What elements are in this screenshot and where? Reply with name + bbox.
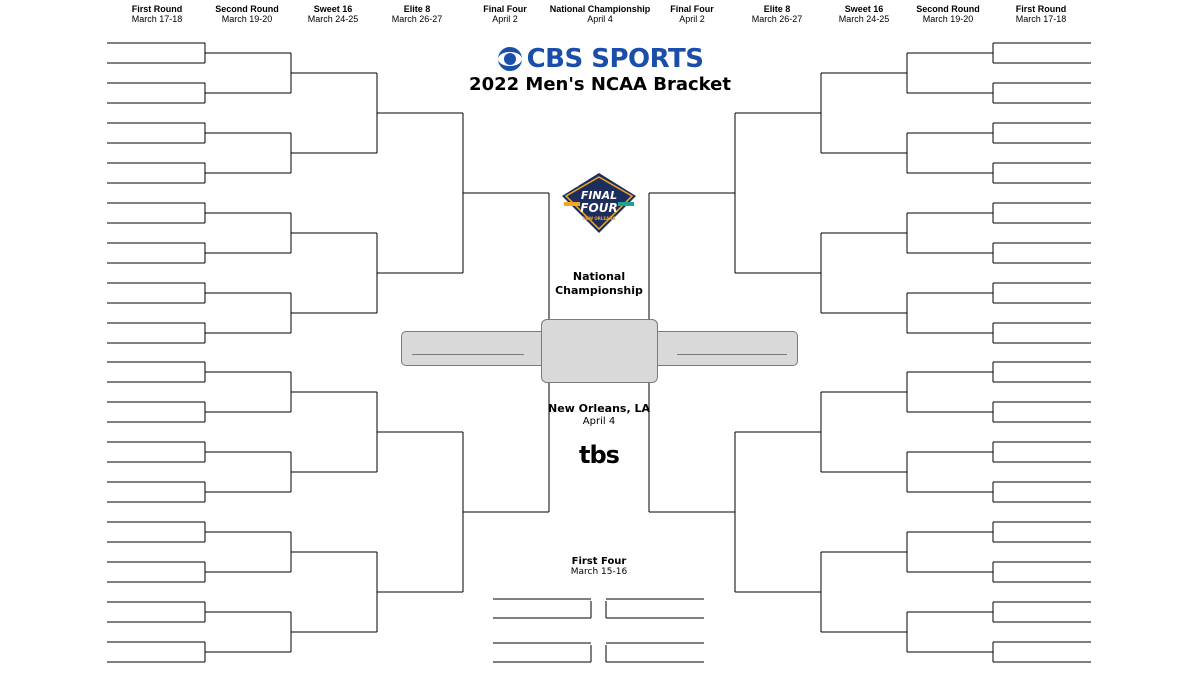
round-name: First Round bbox=[1015, 4, 1067, 14]
round-date: March 19-20 bbox=[221, 14, 273, 24]
first-four-header: First Four March 15-16 bbox=[540, 556, 658, 577]
round-date: April 4 bbox=[587, 14, 613, 24]
championship-label-line1: National bbox=[572, 270, 626, 283]
champion-slot[interactable] bbox=[541, 319, 658, 383]
round-date: March 19-20 bbox=[922, 14, 974, 24]
finalist-line-right bbox=[677, 354, 787, 355]
round-name: Elite 8 bbox=[763, 4, 791, 14]
brand-name: CBS SPORTS bbox=[526, 44, 704, 74]
championship-date: April 4 bbox=[582, 416, 616, 427]
finalist-slot-left[interactable] bbox=[401, 331, 553, 366]
round-date: March 26-27 bbox=[751, 14, 803, 24]
first-four-name: First Four bbox=[571, 556, 627, 567]
round-name: Final Four bbox=[670, 4, 714, 14]
round-name: Second Round bbox=[916, 4, 980, 14]
ff-logo-line2: FOUR bbox=[580, 201, 617, 215]
cbs-eye-icon bbox=[497, 46, 523, 72]
ff-logo-line3: NEW ORLEANS bbox=[583, 216, 616, 221]
round-name: National Championship bbox=[549, 4, 651, 14]
final-four-logo: FINAL FOUR NEW ORLEANS bbox=[560, 172, 638, 234]
round-date: April 2 bbox=[492, 14, 518, 24]
ff-logo-line1: FINAL bbox=[581, 189, 617, 202]
brand-header: CBS SPORTS bbox=[0, 44, 1200, 77]
round-name: Final Four bbox=[483, 4, 527, 14]
round-date: March 24-25 bbox=[838, 14, 890, 24]
finalist-slot-right[interactable] bbox=[648, 331, 798, 366]
first-four-date: March 15-16 bbox=[570, 567, 628, 577]
round-date: March 24-25 bbox=[307, 14, 359, 24]
page-title: 2022 Men's NCAA Bracket bbox=[469, 74, 731, 95]
finalist-line-left bbox=[412, 354, 524, 355]
round-date: March 17-18 bbox=[1015, 14, 1067, 24]
championship-location: New Orleans, LA April 4 bbox=[540, 402, 658, 427]
round-name: Second Round bbox=[215, 4, 279, 14]
tbs-network-logo: tbs bbox=[579, 441, 620, 469]
round-name: Elite 8 bbox=[403, 4, 431, 14]
championship-label-line2: Championship bbox=[555, 284, 643, 297]
round-date: March 17-18 bbox=[131, 14, 183, 24]
cbs-sports-logo: CBS SPORTS bbox=[497, 44, 704, 74]
round-name: First Round bbox=[131, 4, 183, 14]
round-date: March 26-27 bbox=[391, 14, 443, 24]
championship-label: National Championship bbox=[548, 270, 650, 298]
round-name: Sweet 16 bbox=[844, 4, 884, 14]
round-date: April 2 bbox=[679, 14, 705, 24]
championship-city: New Orleans, LA bbox=[548, 402, 650, 415]
round-name: Sweet 16 bbox=[313, 4, 353, 14]
